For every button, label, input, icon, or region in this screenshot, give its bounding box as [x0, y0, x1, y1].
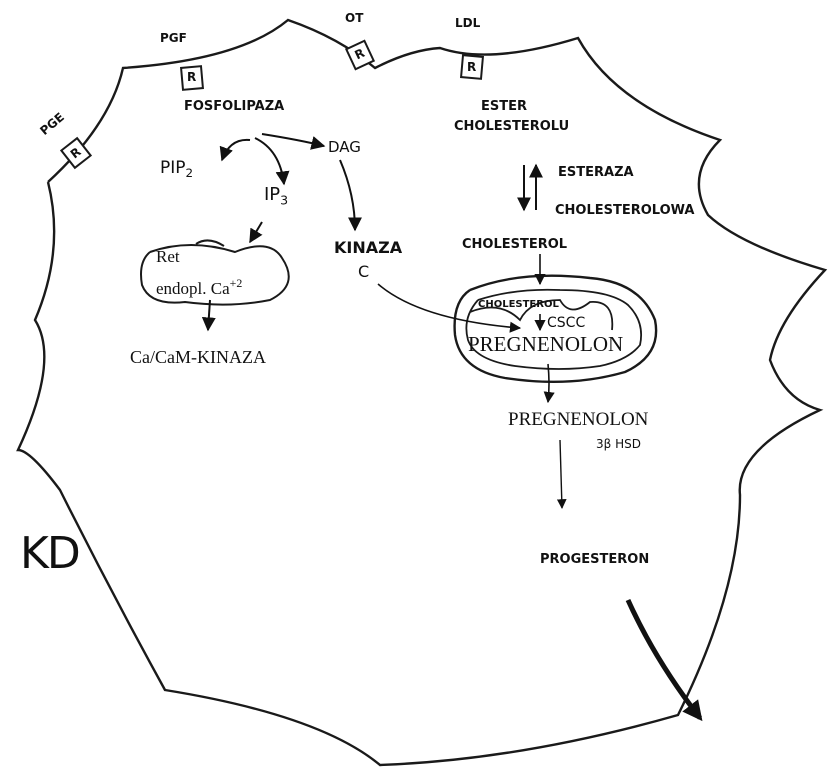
arrow-dag-kinase-c: [340, 160, 355, 230]
esteraza-label-line2: CHOLESTEROLOWA: [555, 204, 695, 217]
mito-pregnenolone-label: PREGNENOLON: [468, 334, 623, 355]
cscc-label: CSCC: [547, 316, 585, 330]
progesterone-label: PROGESTERON: [540, 553, 649, 566]
reticulum-label-line1: Ret: [156, 248, 180, 265]
hsd-label: 3β HSD: [596, 438, 641, 450]
arrow-fosfolipaza-ip3: [255, 138, 284, 184]
mito-cholesterol-label: CHOLESTEROL: [478, 300, 559, 310]
ip3-label: IP3: [264, 186, 288, 207]
cell-membrane: [18, 20, 825, 765]
arrow-fosfolipaza-dag: [262, 134, 324, 146]
kinase-c-label-line2: C: [358, 264, 369, 280]
arrow-progesterone-secretion: [628, 600, 700, 718]
esteraza-label-line1: ESTERAZA: [558, 166, 634, 179]
ester-label-line1: ESTER: [481, 100, 527, 113]
pip2-label: PIP2: [160, 160, 193, 180]
receptor-pgf-symbol: R: [187, 71, 196, 83]
dag-label: DAG: [328, 140, 361, 155]
pregnenolone-label: PREGNENOLON: [508, 410, 648, 429]
receptor-ldl-label: LDL: [455, 17, 480, 29]
receptor-ldl-symbol: R: [467, 61, 476, 73]
kinase-c-label-line1: KINAZA: [334, 240, 402, 256]
arrow-fosfolipaza-pip2: [222, 140, 250, 160]
fosfolipaza-label: FOSFOLIPAZA: [184, 100, 284, 113]
arrow-pregnenolone-progesterone: [560, 440, 562, 508]
cholesterol-label: CHOLESTEROL: [462, 238, 567, 251]
arrow-mito-pregnenolone-out: [548, 364, 549, 402]
corner-mark: KD: [20, 532, 79, 576]
ester-label-line2: CHOLESTEROLU: [454, 120, 569, 133]
reticulum-label-line2: endopl. Ca+2: [156, 278, 242, 297]
cam-kinase-label: Ca/CaM-KINAZA: [130, 348, 266, 366]
arrow-ip3-reticulum: [250, 222, 262, 242]
receptor-pgf-label: PGF: [160, 32, 187, 44]
receptor-ot-label: OT: [345, 12, 363, 24]
